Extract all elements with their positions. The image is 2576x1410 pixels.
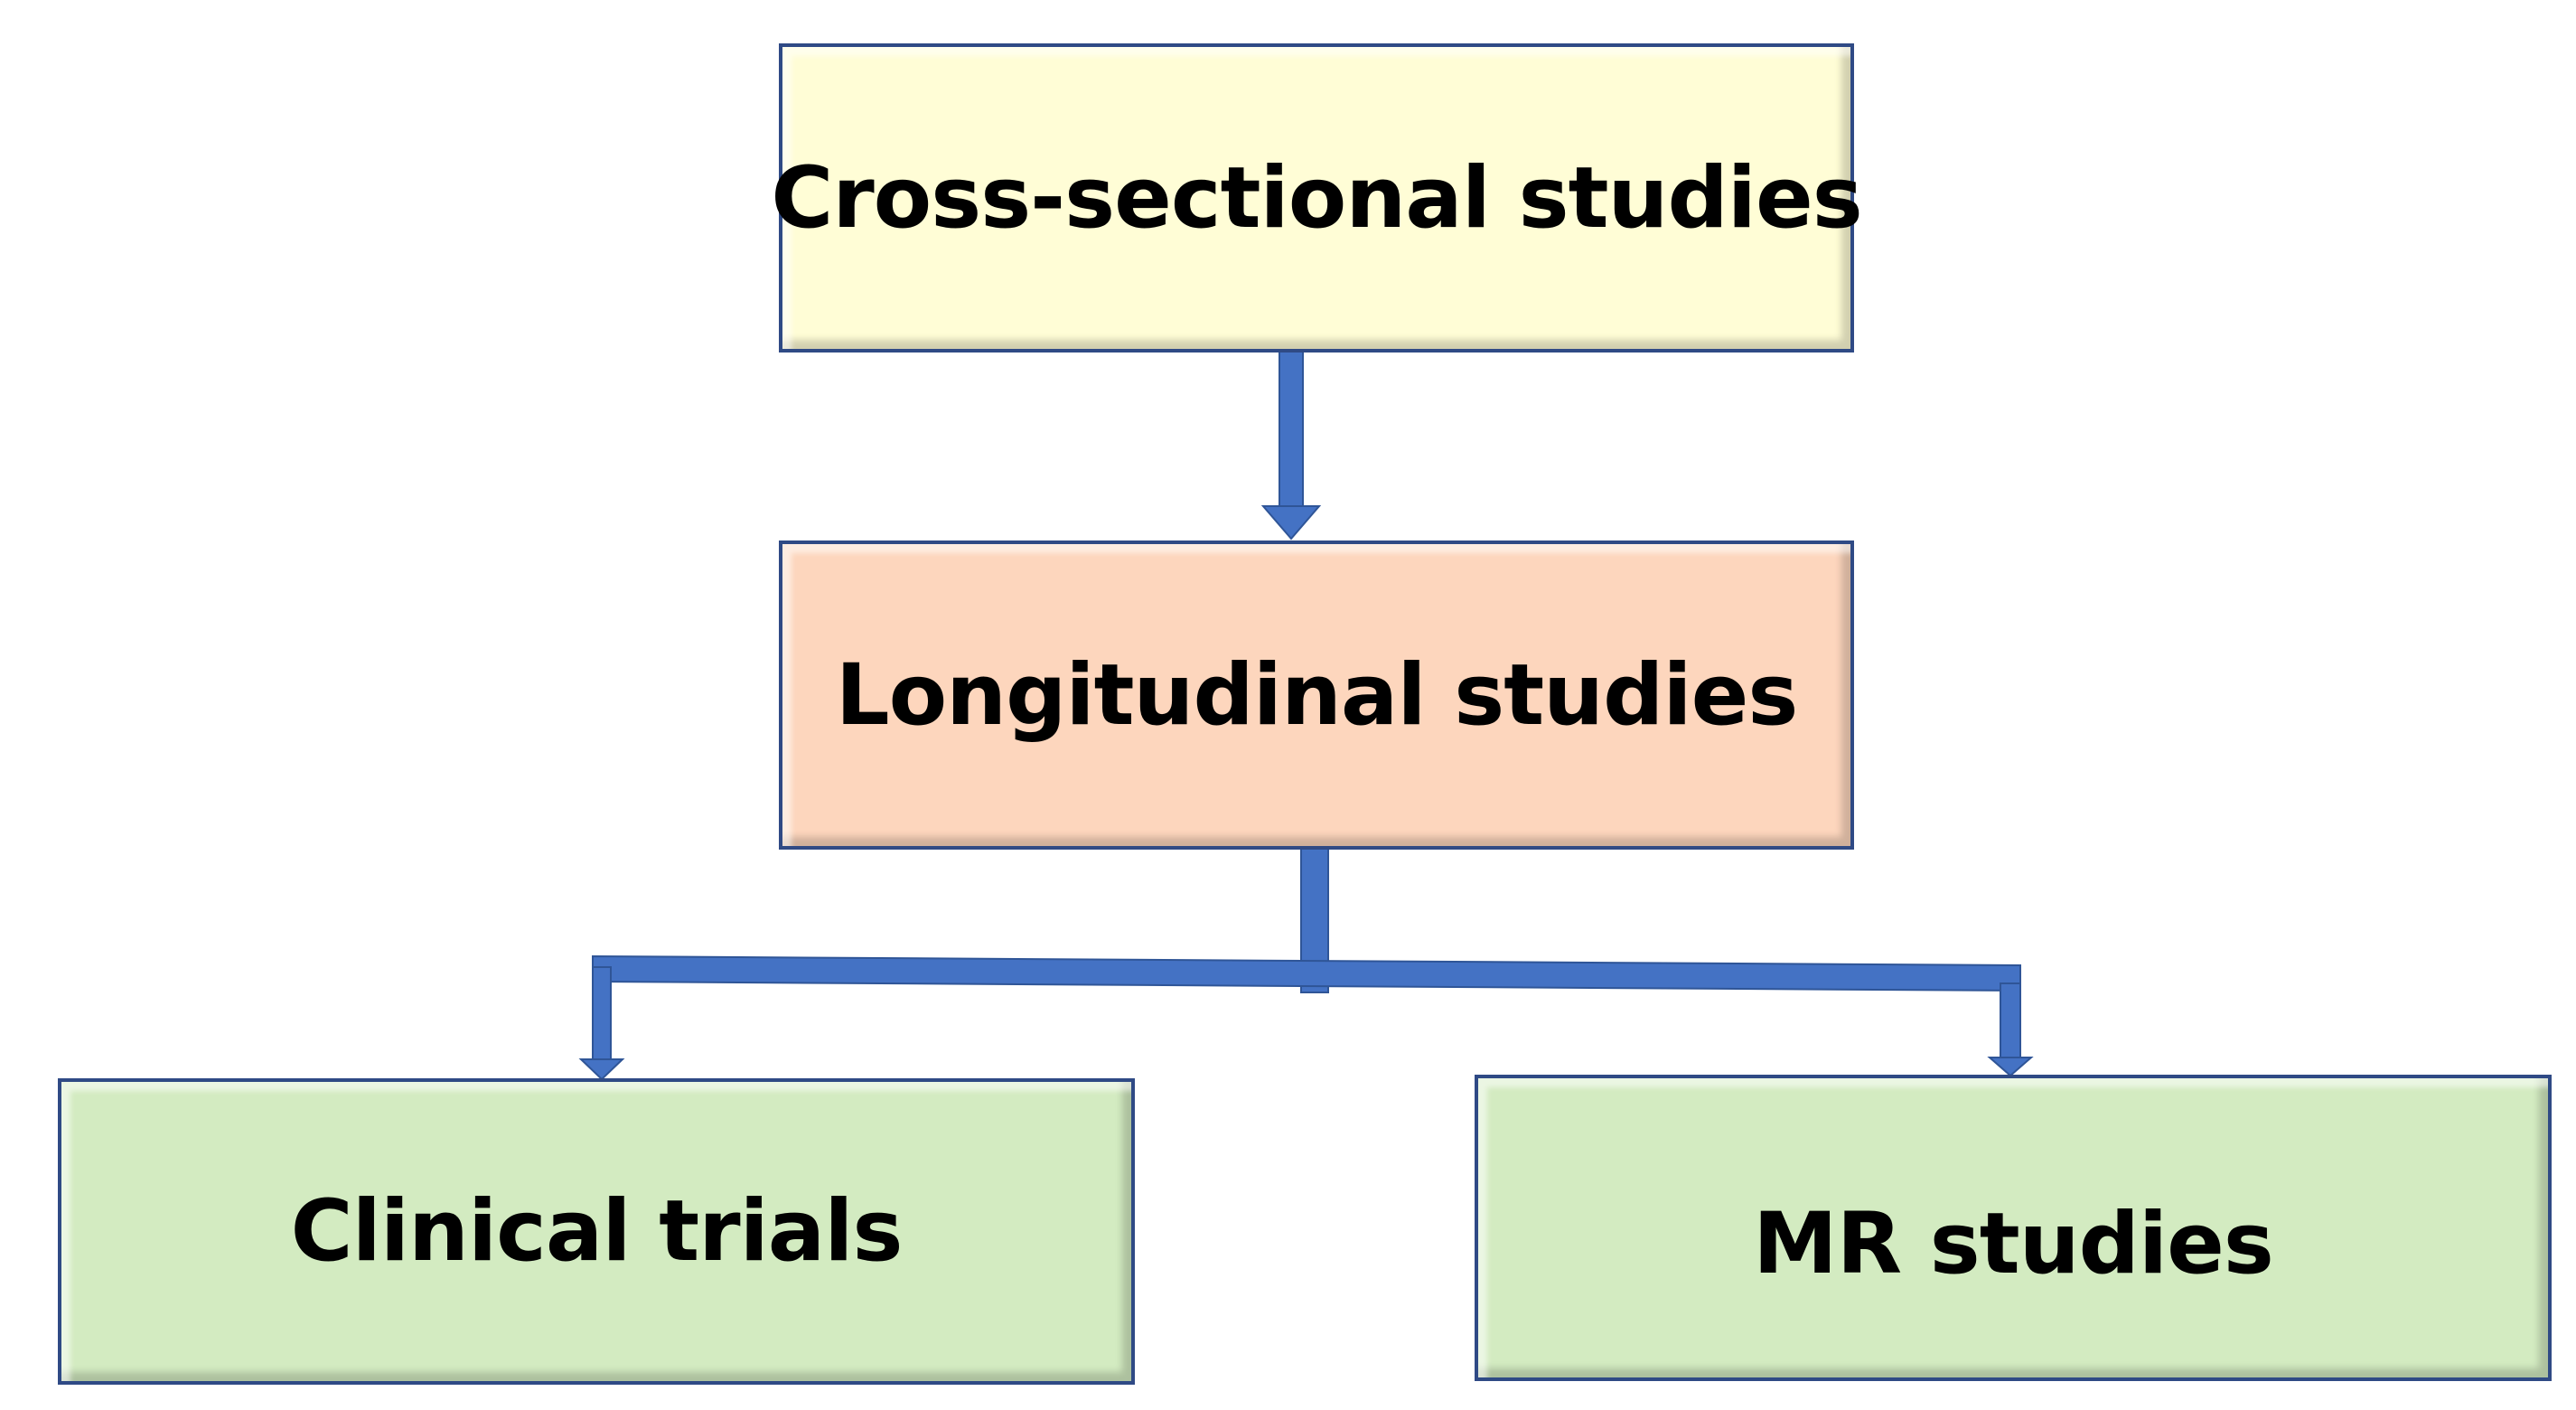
node-label: MR studies: [1753, 1195, 2274, 1293]
node-mr-studies: MR studies: [1475, 1075, 2552, 1381]
node-clinical-trials: Clinical trials: [58, 1078, 1135, 1385]
node-cross-sectional-studies: Cross-sectional studies: [771, 43, 1863, 352]
node-label: Longitudinal studies: [835, 645, 1799, 745]
branch-connector: [578, 847, 2034, 1081]
arrow-cross-to-longitudinal: [1260, 350, 1322, 540]
node-longitudinal-studies: Longitudinal studies: [779, 540, 1854, 850]
node-label: Cross-sectional studies: [771, 148, 1862, 248]
node-label: Clinical trials: [290, 1182, 904, 1281]
